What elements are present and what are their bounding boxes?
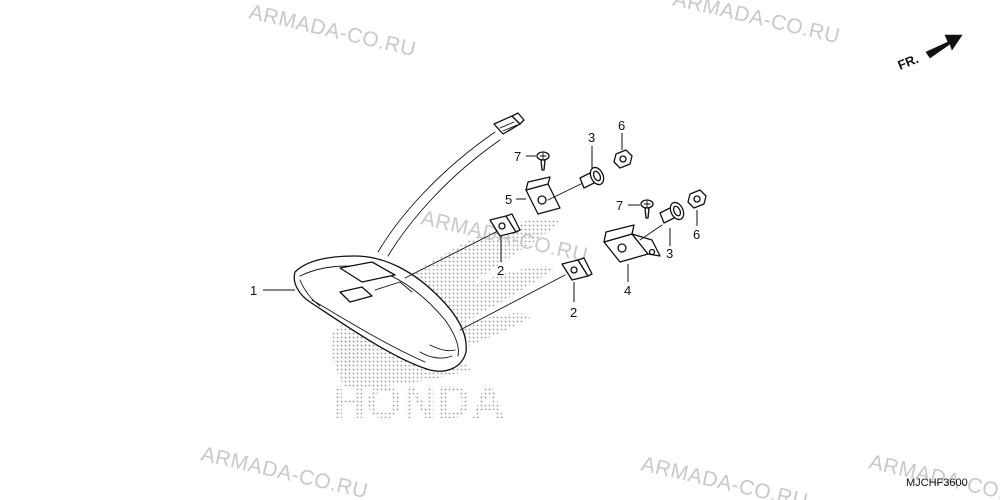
bracket-lower bbox=[603, 224, 663, 263]
screw-lower bbox=[640, 199, 654, 219]
watermark-bottom-left: ARMADA-CO.RU bbox=[199, 442, 370, 500]
callout-screw-upper: 7 bbox=[514, 149, 521, 164]
nut-upper bbox=[613, 149, 633, 169]
honda-wordmark: HONDA bbox=[332, 376, 506, 428]
watermark-top-right: ARMADA-CO.RU bbox=[671, 0, 842, 48]
callout-bracket-lower: 4 bbox=[624, 283, 631, 298]
watermark-bottom-right: ARMADA-CO.RU bbox=[639, 452, 810, 500]
callout-bracket-upper: 5 bbox=[505, 192, 512, 207]
watermark-bottom-edge: ARMADA-CO.RU bbox=[867, 450, 1000, 500]
callout-rubber-lower: 2 bbox=[570, 305, 577, 320]
callout-screw-lower: 7 bbox=[616, 198, 623, 213]
front-label: FR. bbox=[896, 51, 921, 73]
rubber-mount-lower bbox=[561, 257, 593, 281]
front-direction-indicator: FR. bbox=[896, 34, 963, 73]
nut-lower bbox=[687, 189, 707, 209]
collar-lower bbox=[659, 201, 685, 224]
callout-rubber-upper: 2 bbox=[497, 263, 504, 278]
front-arrow-icon bbox=[925, 34, 963, 59]
callout-collar-lower: 3 bbox=[666, 246, 673, 261]
bracket-upper bbox=[525, 176, 586, 215]
callout-collar-upper: 3 bbox=[588, 130, 595, 145]
callout-nut-upper: 6 bbox=[618, 118, 625, 133]
watermark-top-left: ARMADA-CO.RU bbox=[247, 0, 418, 61]
callout-labels: 1 2 2 3 3 4 5 6 6 7 7 bbox=[250, 118, 700, 320]
screw-upper bbox=[536, 151, 550, 171]
collar-upper bbox=[579, 166, 605, 189]
tail-light-unit bbox=[293, 112, 566, 372]
leader-lines bbox=[263, 133, 698, 302]
diagram-code: MJCHF3600 bbox=[906, 477, 968, 489]
callout-nut-lower: 6 bbox=[693, 227, 700, 242]
callout-tail-light-unit: 1 bbox=[250, 283, 257, 298]
rubber-mount-upper bbox=[489, 213, 521, 237]
watermark-layer: ARMADA-CO.RU ARMADA-CO.RU ARMADA-CO.RU A… bbox=[199, 0, 1000, 500]
